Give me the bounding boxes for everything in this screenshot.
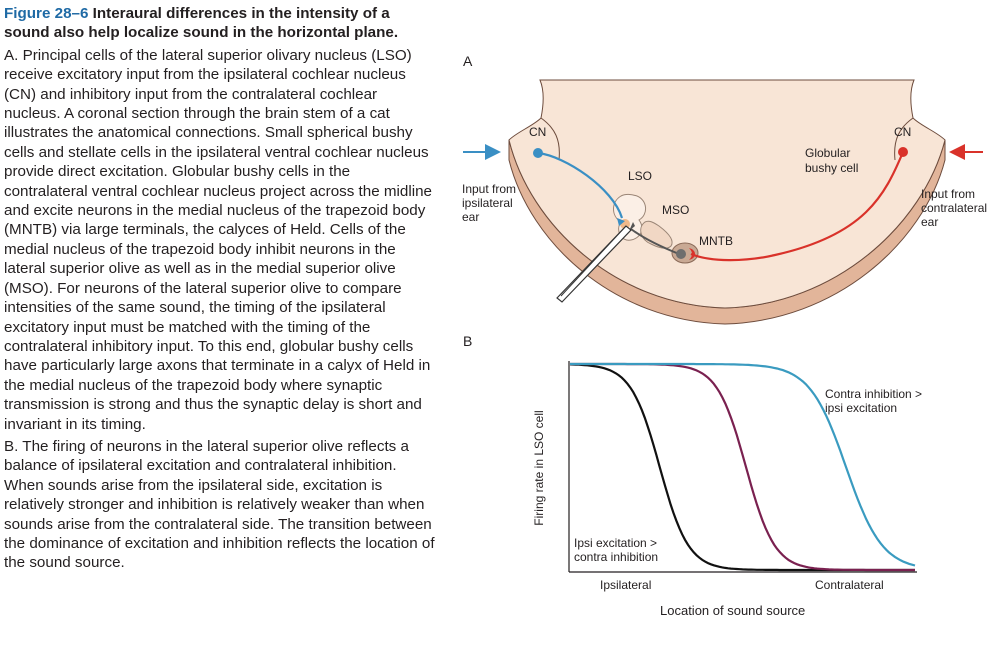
recording-electrode xyxy=(556,225,632,303)
figure-illustration: A CN CN LSO MSO MNTB Glo xyxy=(462,53,987,618)
mntb-inhibitory-axon xyxy=(630,228,680,255)
x-tick-label-contralateral: Contralateral xyxy=(815,578,884,592)
left-cn-ridge xyxy=(540,117,560,161)
y-axis-title: Firing rate in LSO cell xyxy=(532,410,546,525)
series-line-3 xyxy=(570,362,916,567)
x-tick-label-ipsilateral: Ipsilateral xyxy=(600,578,651,592)
curve-label-ipsi-line1: Ipsi excitation > xyxy=(574,536,657,550)
input-contra-line3: ear xyxy=(921,215,938,229)
right-cn-ridge xyxy=(894,117,914,161)
cn-left-label: CN xyxy=(529,125,546,139)
excitatory-terminal xyxy=(617,218,625,226)
figure-heading: Figure 28–6 Interaural differences in th… xyxy=(4,4,436,43)
globular-label-line1: Globular xyxy=(805,146,850,160)
panel-a-letter: A xyxy=(463,53,473,69)
globular-label-line2: bushy cell xyxy=(805,161,858,175)
series-layer xyxy=(569,362,916,572)
figure-label: Figure 28–6 xyxy=(4,5,89,22)
caption-panel-a-paragraph: A. Principal cells of the lateral superi… xyxy=(4,46,432,433)
input-ipsi-line1: Input from xyxy=(462,182,516,196)
ipsi-cn-cell xyxy=(533,148,543,158)
panel-b-letter: B xyxy=(463,333,472,349)
input-contra-line2: contralateral xyxy=(921,201,987,215)
lso-label: LSO xyxy=(628,169,652,183)
calyx-of-held xyxy=(689,248,695,260)
ipsi-excitatory-axon xyxy=(537,151,624,219)
brainstem-section xyxy=(508,79,946,309)
x-axis-title: Location of sound source xyxy=(660,603,805,618)
panel-b: B Ipsilateral Contralateral Location of … xyxy=(463,333,922,618)
curve-label-ipsi-line2: contra inhibition xyxy=(574,550,658,564)
inhibitory-terminal xyxy=(629,222,635,231)
panel-a: A CN CN LSO MSO MNTB Glo xyxy=(462,53,987,325)
caption-panel-b-paragraph: B. The firing of neurons in the lateral … xyxy=(4,437,435,572)
curve-label-contra-line2: ipsi excitation xyxy=(825,401,897,415)
curve-label-contra-line1: Contra inhibition > xyxy=(825,387,922,401)
electrode-wire xyxy=(560,225,627,297)
input-contra-line1: Input from xyxy=(921,187,975,201)
input-ipsi-line3: ear xyxy=(462,210,479,224)
mntb-label: MNTB xyxy=(699,234,733,248)
mso-nucleus xyxy=(640,220,673,249)
input-ipsi-line2: ipsilateral xyxy=(462,196,513,210)
contra-globular-axon xyxy=(690,151,905,262)
figure-caption: Figure 28–6 Interaural differences in th… xyxy=(4,4,436,573)
contra-cn-globular-cell xyxy=(898,147,908,157)
mso-label: MSO xyxy=(662,203,689,217)
mntb-cell xyxy=(676,249,686,259)
figure-title: Interaural differences in the intensity … xyxy=(4,5,399,42)
cn-right-label: CN xyxy=(894,125,911,139)
